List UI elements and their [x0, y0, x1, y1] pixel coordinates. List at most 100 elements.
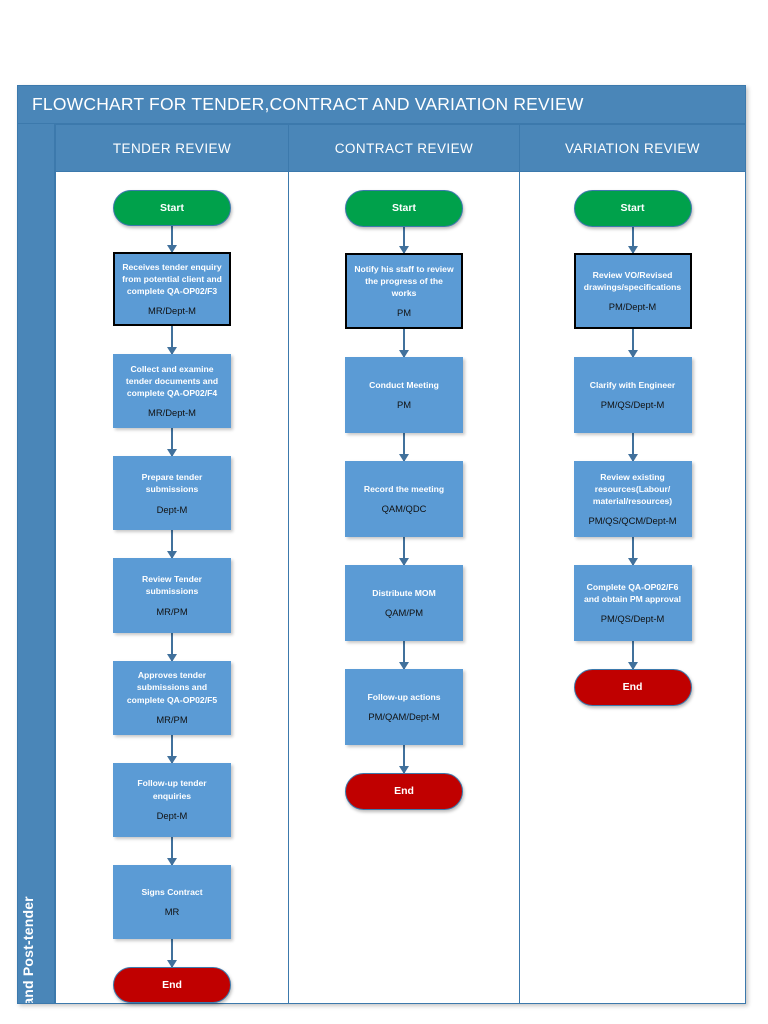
flow-arrow-stem	[403, 329, 405, 357]
node-role: QAM/QDC	[381, 502, 427, 514]
flow-arrow	[397, 329, 411, 358]
flow-arrow-stem	[171, 326, 173, 355]
flow-arrow	[165, 225, 179, 253]
flow-arrow-stem	[171, 225, 173, 252]
flow-arrow-head-icon	[167, 959, 177, 968]
flowchart-title-band: FLOWCHART FOR TENDER,CONTRACT AND VARIAT…	[17, 85, 746, 124]
flow-arrow-head-icon	[399, 350, 409, 358]
node-title: Follow-up tender enquiries	[137, 778, 207, 801]
flow-arrow-stem	[631, 227, 634, 253]
node-title: Signs Contract	[141, 886, 203, 897]
flowchart-frame: FLOWCHART FOR TENDER,CONTRACT AND VARIAT…	[17, 85, 746, 1004]
flow-arrow	[165, 938, 179, 968]
flow-arrow	[397, 537, 411, 566]
start-node[interactable]: Start	[345, 190, 463, 227]
node-title: Receives tender enquiry from potential c…	[122, 261, 222, 297]
flow-arrow-head-icon	[627, 662, 638, 670]
node-title: Distribute MOM	[372, 587, 436, 598]
end-node[interactable]: End	[345, 773, 463, 810]
node-title: Clarify with Engineer	[589, 379, 676, 390]
flow-arrow-stem	[171, 734, 173, 763]
node-title: End	[162, 978, 182, 991]
end-node[interactable]: End	[573, 669, 692, 706]
flow-arrow	[397, 227, 411, 254]
flow-arrow-stem	[403, 537, 405, 565]
flow-arrow-head-icon	[167, 653, 177, 662]
node-title: Follow-up actions	[367, 691, 441, 702]
process-node[interactable]: Notify his staff to review the progress …	[345, 253, 463, 329]
start-node[interactable]: Start	[573, 190, 692, 227]
flow-arrow-stem	[403, 641, 405, 669]
node-role: MR/Dept-M	[148, 305, 196, 317]
node-role: PM	[396, 307, 412, 319]
node-title: Review existing resources(Labour/ materi…	[592, 471, 673, 506]
process-node[interactable]: Collect and examine tender documents and…	[113, 354, 231, 429]
flow-arrow-stem	[171, 836, 173, 865]
flow-arrow	[165, 632, 179, 662]
node-role: Dept-M	[156, 503, 188, 515]
flow-arrow-head-icon	[627, 246, 638, 254]
node-title: End	[394, 785, 414, 798]
node-title: Approves tender submissions and complete…	[126, 670, 218, 705]
flow-arrow	[165, 530, 179, 560]
node-title: Record the meeting	[363, 483, 445, 494]
node-title: Start	[392, 202, 416, 215]
flow-arrow	[397, 745, 411, 774]
flow-arrow-head-icon	[399, 662, 409, 670]
node-role: MR	[164, 905, 180, 917]
lane-header-row: TENDER REVIEW CONTRACT REVIEW VARIATION …	[55, 124, 746, 172]
flow-arrow-head-icon	[399, 454, 409, 462]
flow-arrow-head-icon	[627, 454, 638, 462]
process-node[interactable]: Approves tender submissions and complete…	[113, 660, 231, 735]
flow-arrow-head-icon	[167, 551, 177, 560]
flow-arrow	[165, 428, 179, 458]
node-role: PM/QAM/Dept-M	[368, 710, 440, 722]
flow-arrow-head-icon	[167, 244, 177, 253]
process-node[interactable]: Review VO/Revised drawings/specification…	[573, 253, 692, 329]
flow-arrow-head-icon	[167, 755, 177, 764]
phase-band: Pre-tender and Post-tender	[17, 124, 55, 1004]
node-title: Notify his staff to review the progress …	[354, 263, 454, 298]
phase-band-label: Pre-tender and Post-tender	[20, 896, 36, 1004]
start-node[interactable]: Start	[113, 190, 231, 226]
node-title: Prepare tender submissions	[141, 472, 203, 495]
node-role: QAM/PM	[384, 606, 424, 618]
end-node[interactable]: End	[113, 966, 231, 1003]
node-title: Complete QA-OP02/F6 and obtain PM approv…	[584, 581, 681, 604]
flow-arrow-stem	[631, 641, 634, 669]
flow-arrow-stem	[171, 632, 173, 661]
flow-arrow-head-icon	[627, 558, 638, 566]
process-node[interactable]: Distribute MOM QAM/PM	[345, 565, 463, 641]
flow-arrow-stem	[171, 938, 173, 967]
lane-header-variation-review: VARIATION REVIEW	[520, 124, 746, 172]
flow-arrow	[397, 433, 411, 462]
flow-arrow-stem	[631, 433, 634, 461]
lane-header-tender-review: TENDER REVIEW	[55, 124, 289, 172]
flow-arrow-head-icon	[167, 449, 177, 458]
process-node[interactable]: Receives tender enquiry from potential c…	[113, 251, 231, 327]
flow-arrow	[397, 641, 411, 670]
flow-arrow-head-icon	[167, 857, 177, 866]
flow-arrow-stem	[403, 227, 405, 253]
flow-arrow	[165, 836, 179, 866]
node-role: MR/PM	[156, 713, 188, 725]
process-node[interactable]: Review existing resources(Labour/ materi…	[573, 461, 692, 537]
flow-arrow-stem	[403, 433, 405, 461]
node-title: Review VO/Revised drawings/specification…	[583, 269, 682, 292]
process-node[interactable]: Complete QA-OP02/F6 and obtain PM approv…	[573, 565, 692, 641]
